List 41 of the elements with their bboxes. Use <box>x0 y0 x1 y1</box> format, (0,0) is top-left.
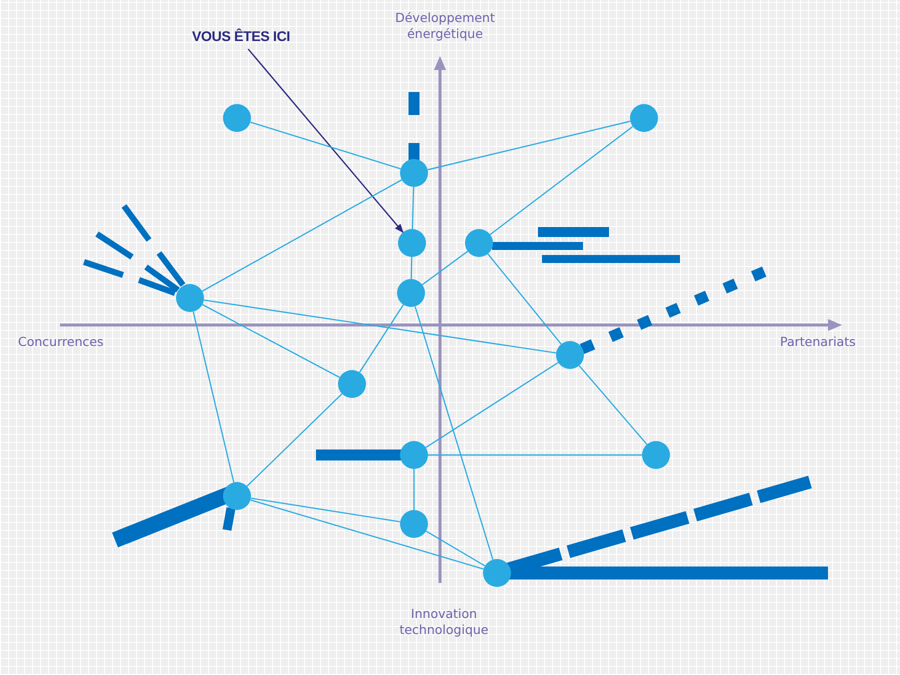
connector-line <box>422 250 468 286</box>
connector-line <box>250 499 484 570</box>
connector-line <box>490 126 634 236</box>
circle-node <box>556 341 584 369</box>
connector-line <box>414 306 494 560</box>
connector-line <box>192 311 234 483</box>
circle-node <box>176 284 204 312</box>
connector-line <box>359 304 404 373</box>
connector-line <box>250 498 400 522</box>
connector-line <box>202 179 402 292</box>
connector-line <box>246 393 342 487</box>
leader-arrow <box>248 48 404 233</box>
connector-line <box>426 530 486 566</box>
axis-label: Partenariats <box>780 334 857 350</box>
circle-node <box>400 159 428 187</box>
circle-node <box>397 279 425 307</box>
circle-node <box>400 510 428 538</box>
axis-label: Innovation technologique <box>398 606 490 638</box>
connector-line <box>427 120 631 170</box>
connector-line <box>410 256 412 280</box>
circle-node <box>398 229 426 257</box>
connector-line <box>487 253 562 345</box>
callout-text: VOUS ÊTES ICI <box>192 28 290 44</box>
connector-line <box>425 362 559 448</box>
circle-node <box>465 229 493 257</box>
circle-node <box>400 441 428 469</box>
circle-node <box>223 104 251 132</box>
circle-node <box>338 370 366 398</box>
connector-line <box>250 122 401 170</box>
axis-label: Concurrences <box>18 334 105 350</box>
connector-line <box>413 469 415 510</box>
circle-node <box>630 104 658 132</box>
axis-label: Développement énergétique <box>394 10 496 42</box>
connector-line <box>202 304 340 378</box>
circle-node <box>642 441 670 469</box>
circle-node <box>223 482 251 510</box>
circle-node <box>483 559 511 587</box>
connector-line <box>578 365 648 445</box>
connector-line <box>428 454 642 456</box>
connector-line <box>204 299 556 354</box>
connector-line <box>412 186 414 230</box>
